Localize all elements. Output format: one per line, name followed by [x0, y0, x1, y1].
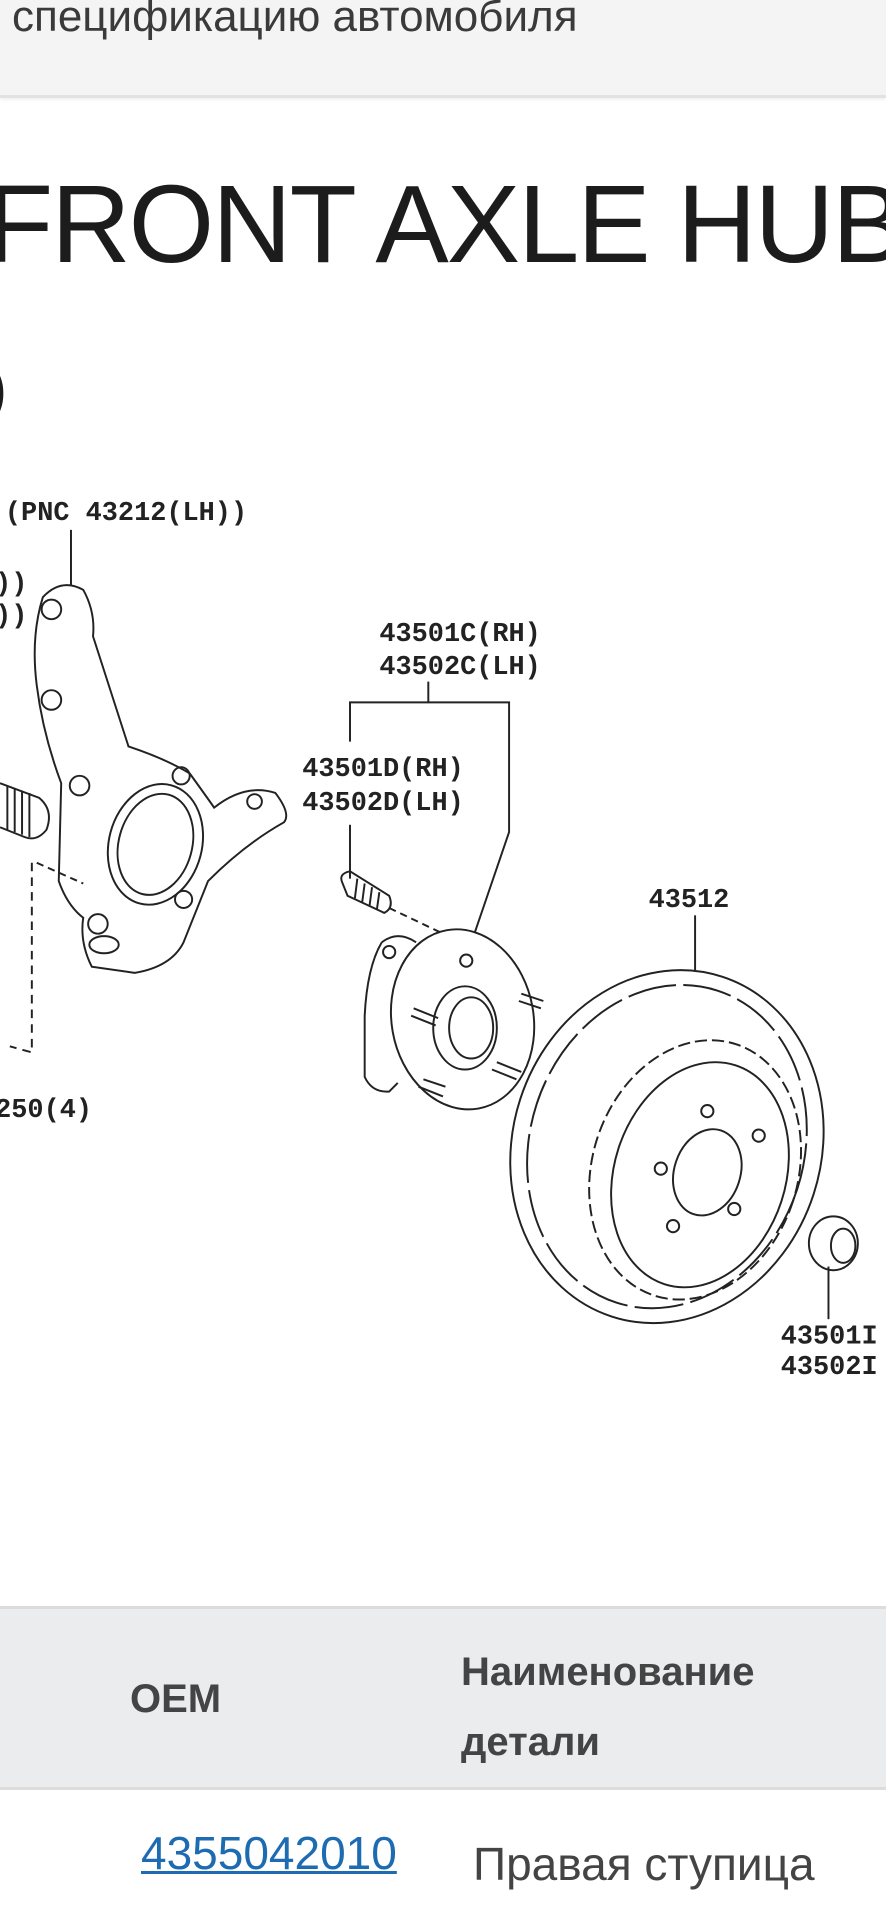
- label-bolt-lh: 43502D(LH): [302, 789, 463, 819]
- subtitle-fragment: ): [0, 356, 7, 420]
- leader-lines: [9, 529, 830, 1320]
- top-bar: спецификацию автомобиля: [0, 0, 886, 98]
- label-knuckle-pnc: (PNC 43212(LH)): [5, 499, 247, 529]
- label-knuckle-frag-2: )): [0, 602, 27, 632]
- label-hub-lh: 43502C(LH): [379, 653, 540, 683]
- hub-bearing: [363, 928, 544, 1111]
- threaded-stud: [0, 782, 50, 840]
- label-disc: 43512: [649, 886, 730, 916]
- label-nut-lh: 43502I: [781, 1353, 878, 1383]
- table-header: OEM Наименование детали: [0, 1606, 886, 1790]
- column-header-oem[interactable]: OEM: [130, 1677, 222, 1721]
- vehicle-spec-text[interactable]: спецификацию автомобиля: [12, 0, 578, 41]
- oem-part-link[interactable]: 4355042010: [141, 1827, 397, 1879]
- label-bolt-count: 250(4): [0, 1096, 92, 1126]
- brake-disc: [509, 969, 825, 1325]
- steering-knuckle: [33, 584, 288, 974]
- hub-bolt: [340, 870, 392, 914]
- label-nut-rh: 43501I: [781, 1323, 878, 1353]
- label-hub-rh: 43501C(RH): [379, 620, 540, 650]
- label-bolt-rh: 43501D(RH): [302, 755, 463, 785]
- hub-nut: [807, 1215, 859, 1272]
- label-knuckle-frag-1: )): [0, 570, 27, 600]
- page-title: FRONT AXLE HUB: [0, 163, 886, 286]
- column-header-name[interactable]: Наименование детали: [461, 1650, 755, 1764]
- part-name-cell: Правая ступица: [473, 1838, 815, 1890]
